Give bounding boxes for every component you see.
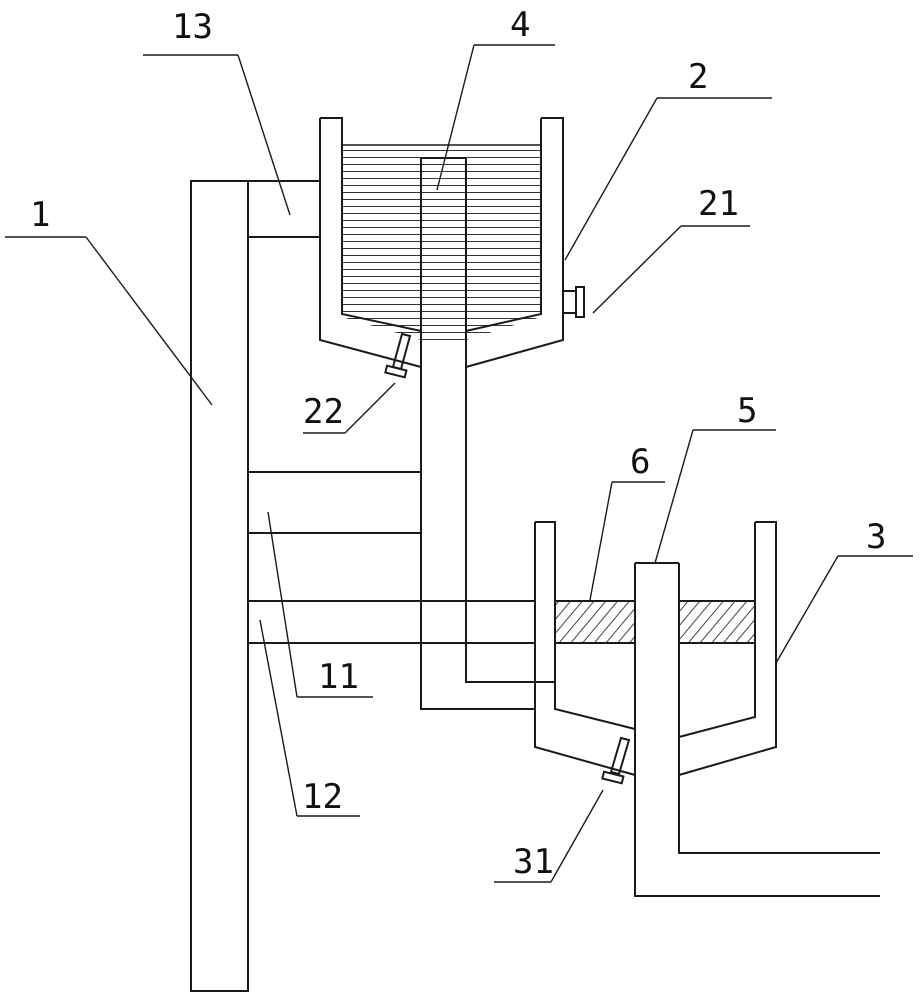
lower-tank [534, 521, 777, 776]
reference-numerals: 1 13 4 2 21 22 5 6 3 11 12 31 [30, 5, 886, 882]
upper-tank-liquid-cone [342, 317, 541, 340]
label-31: 31 [513, 842, 554, 882]
support-column [190, 180, 249, 992]
label-11: 11 [318, 657, 359, 697]
label-21: 21 [698, 184, 739, 224]
filter-layer-6 [556, 602, 634, 642]
valve-22 [384, 332, 412, 379]
bracket-13 [248, 180, 320, 238]
leader-lines [5, 44, 913, 883]
valve-31 [601, 736, 631, 785]
label-22: 22 [303, 392, 344, 432]
label-4: 4 [510, 5, 530, 45]
filter-layer-6b [680, 602, 754, 642]
label-12: 12 [302, 777, 343, 817]
label-2: 2 [688, 57, 708, 97]
label-13: 13 [172, 7, 213, 47]
label-6: 6 [630, 442, 650, 482]
arm-12 [248, 600, 755, 644]
label-3: 3 [866, 517, 886, 557]
label-5: 5 [737, 391, 757, 431]
label-1: 1 [30, 195, 50, 235]
outlet-21 [562, 286, 585, 318]
arm-11 [248, 471, 421, 534]
upper-tank [319, 117, 564, 368]
pipe-5 [634, 562, 880, 897]
pipe-4 [420, 157, 555, 710]
